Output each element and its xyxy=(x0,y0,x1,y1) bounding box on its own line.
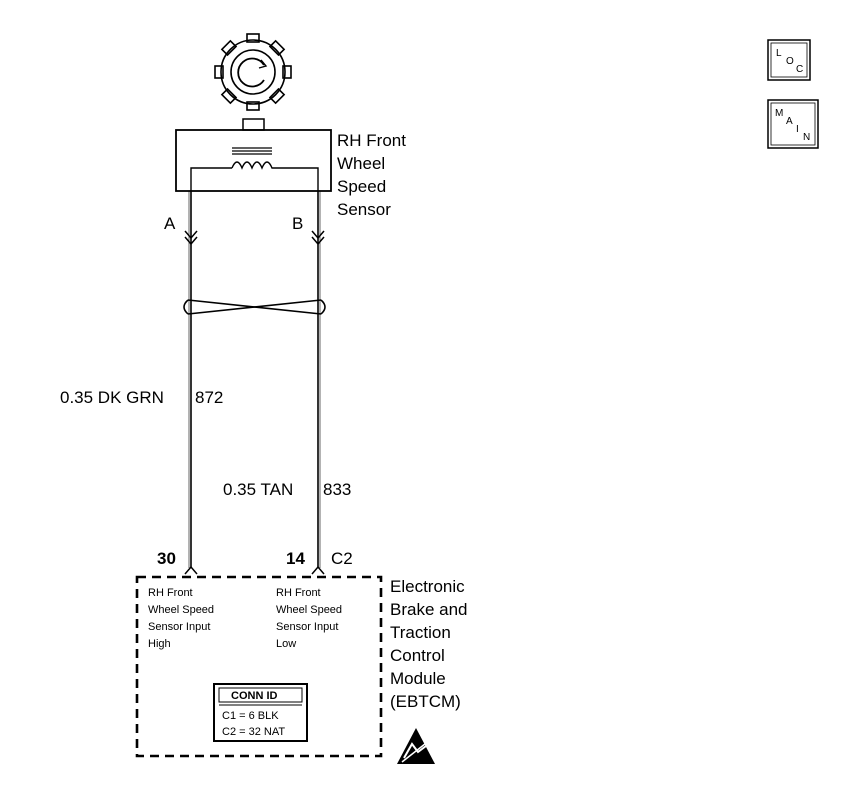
wire-high-spec: 0.35 DK GRN xyxy=(60,388,164,407)
input-high-line-2: Wheel Speed xyxy=(148,604,214,616)
wire-low-circuit: 833 xyxy=(323,480,351,499)
input-high-line-1: RH Front xyxy=(148,587,193,599)
input-high-line-4: High xyxy=(148,638,171,650)
sensor-label-line-3: Speed xyxy=(337,177,386,196)
wheel-speed-sensor xyxy=(175,118,332,192)
input-low-line-4: Low xyxy=(276,638,296,650)
main-letter-m: M xyxy=(775,108,783,119)
main-letter-i: I xyxy=(796,124,799,135)
module-label-line-2: Brake and xyxy=(390,600,468,619)
input-low-line-2: Wheel Speed xyxy=(276,604,342,616)
tone-wheel-icon xyxy=(214,33,292,111)
sensor-label-line-2: Wheel xyxy=(337,154,385,173)
conn-id-table: CONN ID C1 = 6 BLK C2 = 32 NAT xyxy=(213,683,308,742)
loc-button[interactable]: L O C xyxy=(767,39,811,81)
conn-id-title: CONN ID xyxy=(231,690,278,702)
main-button[interactable]: M A I N xyxy=(767,99,819,149)
main-letter-n: N xyxy=(803,132,810,143)
sensor-label-line-4: Sensor xyxy=(337,200,391,219)
connector-name: C2 xyxy=(331,549,353,568)
conn-id-row-2: C2 = 32 NAT xyxy=(222,726,285,738)
terminal-b-label: B xyxy=(292,214,303,233)
wire-low-spec: 0.35 TAN xyxy=(223,480,293,499)
module-label-line-3: Traction xyxy=(390,623,451,642)
input-high-line-3: Sensor Input xyxy=(148,621,210,633)
conn-id-row-1: C1 = 6 BLK xyxy=(222,710,279,722)
loc-letter-c: C xyxy=(796,64,803,75)
terminal-a-label: A xyxy=(164,214,176,233)
sensor-label-line-1: RH Front xyxy=(337,131,406,150)
module-connector-chevrons xyxy=(184,565,325,575)
esd-warning-icon xyxy=(397,728,435,764)
main-letter-a: A xyxy=(786,116,793,127)
module-label-line-6: (EBTCM) xyxy=(390,692,461,711)
input-low-line-3: Sensor Input xyxy=(276,621,338,633)
ebtcm-module-box xyxy=(135,575,383,758)
pin-high-number: 30 xyxy=(157,549,176,568)
loc-letter-l: L xyxy=(776,48,782,59)
twisted-pair-icon xyxy=(183,299,326,315)
wire-high-circuit: 872 xyxy=(195,388,223,407)
wire-high xyxy=(188,191,192,568)
module-label-line-1: Electronic xyxy=(390,577,465,596)
input-low-line-1: RH Front xyxy=(276,587,321,599)
pin-low-number: 14 xyxy=(286,549,305,568)
module-label-line-5: Module xyxy=(390,669,446,688)
sensor-connector-chevrons xyxy=(184,230,325,246)
loc-letter-o: O xyxy=(786,56,794,67)
wire-low xyxy=(317,191,321,568)
module-label-line-4: Control xyxy=(390,646,445,665)
